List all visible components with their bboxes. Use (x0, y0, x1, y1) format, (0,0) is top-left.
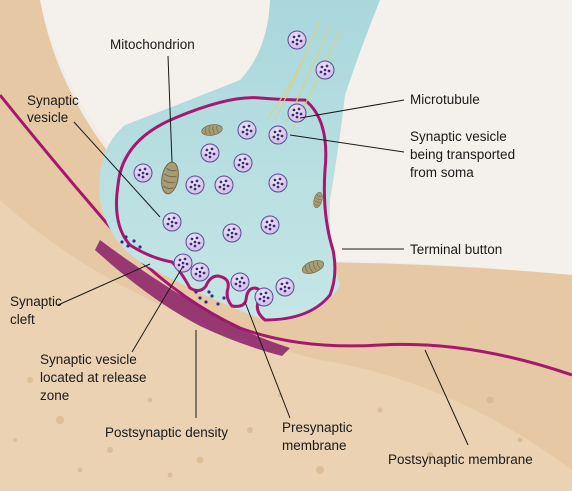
label-line: from soma (410, 165, 474, 180)
leader-synaptic-cleft (57, 263, 151, 306)
label-microtubule: Microtubule (410, 92, 480, 107)
vesicle-icon (315, 60, 335, 80)
leader-presynaptic-membrane (244, 301, 291, 419)
label-line: located at release (40, 370, 147, 385)
vesicle-icon (162, 212, 182, 232)
postsynaptic-membrane (0, 94, 572, 377)
label-line: Synaptic vesicle (40, 352, 137, 367)
label-terminal-button: Terminal button (410, 242, 502, 257)
vesicle-icon (190, 262, 210, 282)
label-line: cleft (10, 312, 35, 327)
label-line: being transported (410, 147, 515, 162)
vesicle-icon (260, 215, 280, 235)
label-line: Synaptic vesicle (410, 129, 507, 144)
leader-microtubule (299, 99, 405, 119)
vesicle-icon (268, 173, 288, 193)
vesicle-icon (185, 175, 205, 195)
vesicle-icon (200, 143, 220, 163)
vesicle-icon (287, 103, 307, 123)
vesicle-icon (287, 30, 307, 50)
vesicle-icon (185, 232, 205, 252)
leader-vesicle-transported (289, 134, 405, 153)
vesicle-icon (275, 277, 295, 297)
leader-mitochondrion (167, 55, 173, 163)
label-mitochondrion: Mitochondrion (110, 37, 195, 52)
label-line: Synaptic (27, 93, 79, 108)
label-vesicle-transported: Synaptic vesicle being transported from … (410, 129, 519, 180)
vesicle-icon (237, 120, 257, 140)
label-line: membrane (282, 438, 347, 453)
label-postsynaptic-density: Postsynaptic density (105, 425, 228, 440)
label-synaptic-vesicle: Synaptic vesicle (27, 93, 83, 125)
leader-lines (57, 55, 469, 446)
label-vesicle-release-zone: Synaptic vesicle located at release zone (40, 352, 150, 403)
label-line: Synaptic (10, 294, 62, 309)
tissue-speckles (13, 377, 523, 478)
vesicle-icon (173, 253, 193, 273)
vesicle-icon (254, 287, 274, 307)
label-synaptic-cleft: Synaptic cleft (10, 294, 66, 327)
vesicle-icon (230, 272, 250, 292)
neurotransmitter-dots (120, 235, 226, 306)
vesicle-icon (233, 153, 253, 173)
vesicle-icon (214, 175, 234, 195)
label-line: vesicle (27, 110, 68, 125)
vesicle-icon (268, 125, 288, 145)
label-presynaptic-membrane: Presynaptic membrane (282, 420, 356, 453)
label-line: Presynaptic (282, 420, 353, 435)
label-postsynaptic-membrane: Postsynaptic membrane (388, 452, 533, 467)
label-line: zone (40, 388, 69, 403)
leader-synaptic-vesicle (73, 121, 161, 218)
postsynaptic-density (95, 240, 290, 356)
tissue-shading (0, 200, 572, 491)
leader-release-zone (131, 267, 183, 353)
vesicle-icon (133, 163, 153, 183)
presynaptic-membrane (115, 96, 337, 322)
leader-postsynaptic-membrane (424, 349, 469, 446)
vesicle-icon (222, 223, 242, 243)
